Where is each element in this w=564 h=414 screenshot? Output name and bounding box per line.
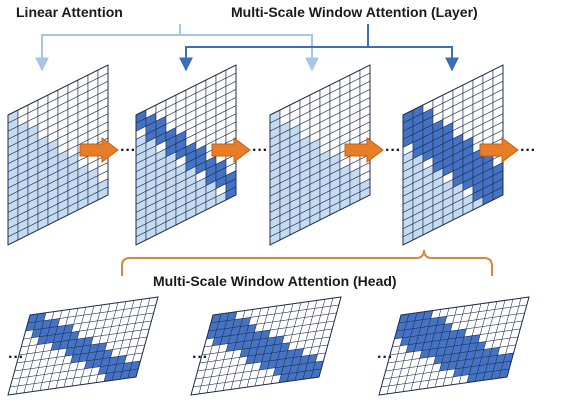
layer-matrix-3 (269, 64, 371, 246)
flow-arrow-3 (344, 137, 384, 163)
flow-arrow-2 (211, 137, 251, 163)
layer-matrix-1 (7, 64, 109, 246)
head-matrix-1 (7, 296, 159, 396)
flow-arrow-1 (79, 137, 119, 163)
linear-attention-label: Linear Attention (16, 4, 123, 20)
head-matrix-3 (378, 296, 530, 396)
layer-matrix-2 (135, 64, 237, 246)
matrix-border (7, 296, 159, 396)
flow-ellipsis-1: ··· (120, 142, 136, 159)
matrix-border (190, 296, 342, 396)
head-ellipsis-1: ··· (8, 349, 24, 366)
flow-ellipsis-2: ··· (252, 142, 268, 159)
matrix-border (7, 64, 109, 246)
matrix-border (135, 64, 237, 246)
head-ellipsis-3: ··· (377, 349, 393, 366)
head-ellipsis-2: ··· (192, 349, 208, 366)
layer-window-attention-label: Multi-Scale Window Attention (Layer) (231, 4, 478, 20)
matrix-border (378, 296, 530, 396)
matrix-border (402, 64, 504, 246)
layer-window-attention-connector (179, 24, 459, 72)
matrix-border (269, 64, 371, 246)
flow-arrow-4 (479, 137, 519, 163)
head-window-attention-label: Multi-Scale Window Attention (Head) (153, 273, 397, 289)
linear-attention-connector (35, 24, 319, 72)
head-matrix-2 (190, 296, 342, 396)
flow-ellipsis-3: ··· (385, 142, 401, 159)
flow-ellipsis-4: ··· (520, 142, 536, 159)
head-brace (121, 249, 493, 276)
